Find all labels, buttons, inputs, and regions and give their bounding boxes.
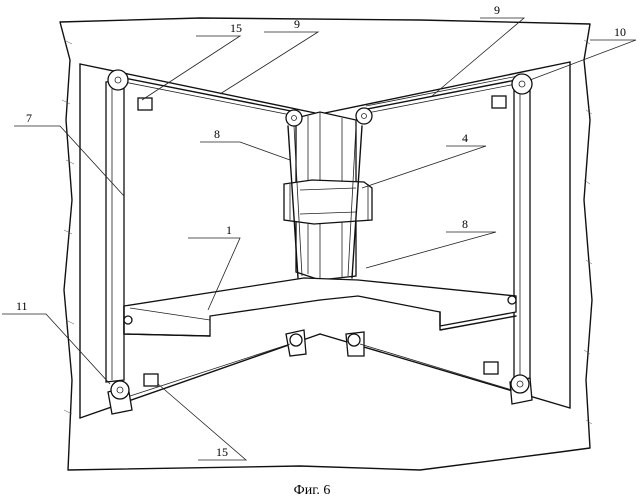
label-11: 11 [16,299,28,313]
label-9-left: 9 [294,17,300,31]
label-10: 10 [614,25,626,39]
corner-column [284,112,372,280]
platform [124,278,516,336]
label-4: 4 [462,131,468,145]
figure-caption: Фиг. 6 [294,483,331,498]
label-9-right: 9 [494,3,500,17]
top-cables [124,76,518,116]
right-post [514,84,530,386]
bottom-anchors [108,330,532,414]
label-8-left: 8 [214,127,220,141]
label-15-top: 15 [230,21,242,35]
label-7: 7 [26,111,32,125]
label-8-right: 8 [462,217,468,231]
left-post [106,80,124,382]
label-1: 1 [226,223,232,237]
label-15-bottom: 15 [216,445,228,459]
